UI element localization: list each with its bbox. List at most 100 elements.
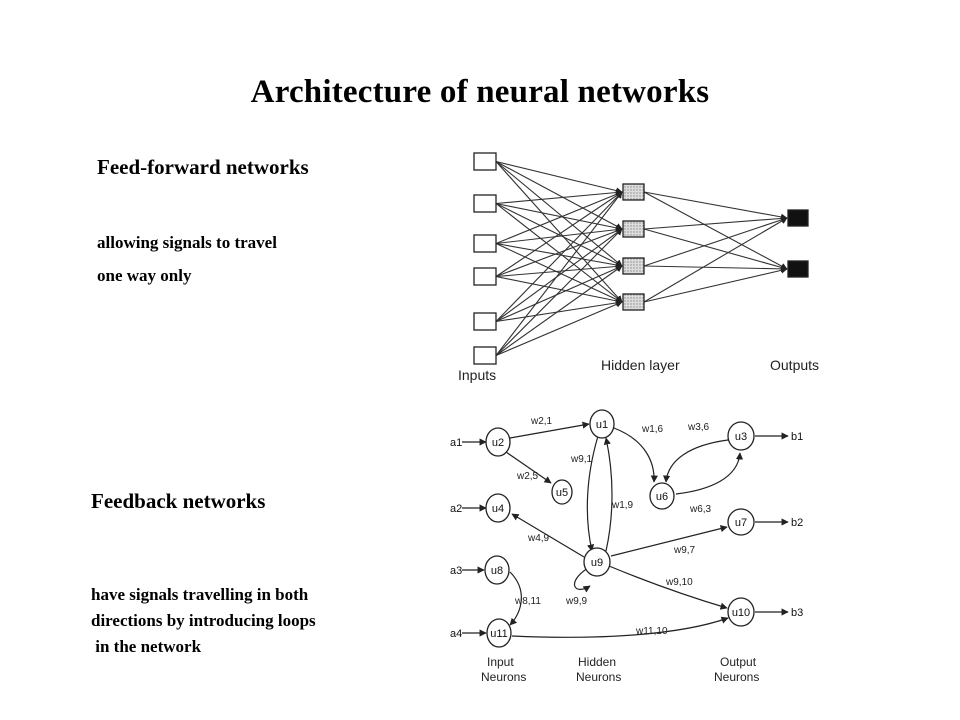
ff-edge-in4-h4: [495, 275, 623, 305]
ff-hidden-node-1: [622, 183, 645, 201]
ff-edge-in5-h3: [495, 265, 623, 323]
ff-edge-in3-h1: [495, 191, 623, 245]
slide-title: Architecture of neural networks: [250, 74, 710, 110]
fb-node-u7: [727, 508, 755, 536]
fb-node-label-u4: u4: [492, 503, 504, 515]
feedforward-desc-line1: allowing signals to travel: [97, 233, 277, 252]
edge-u1-u6: [613, 427, 658, 483]
ff-edge-in5-h2: [495, 228, 623, 322]
fb-node-u8: [484, 555, 510, 585]
edge-u3-u6: [663, 439, 729, 483]
ff-input-node-6: [473, 346, 497, 365]
input-a1: a1: [450, 437, 462, 449]
ff-output-node-1: [787, 209, 809, 227]
ff-hidden-node-4: [622, 293, 645, 311]
ff-edge-in3-h2: [495, 226, 623, 245]
ff-edge-in1-h4: [495, 161, 623, 303]
ff-edge-in2-h1: [495, 189, 623, 205]
fb-node-label-u9: u9: [591, 557, 603, 569]
caption-input: Input: [487, 655, 514, 669]
output-b2: b2: [791, 517, 803, 529]
input-a4: a4: [450, 628, 462, 640]
weight-w16: w1,6: [641, 424, 664, 435]
weight-w21: w2,1: [530, 416, 553, 427]
edge-u6-u3: [675, 452, 744, 495]
ff-edge-h4-o1: [643, 217, 788, 303]
fb-node-label-u10: u10: [732, 607, 750, 619]
edge-u1-u9: [586, 435, 599, 552]
ff-hidden-node-3: [622, 257, 645, 275]
caption-input-2: Neurons: [481, 670, 526, 684]
ff-edge-in4-h1: [495, 191, 623, 277]
ff-edge-h2-o1: [643, 215, 788, 230]
label-hidden-layer: Hidden layer: [601, 357, 680, 373]
ff-edge-h3-o1: [643, 216, 788, 267]
ff-edge-h1-o1: [643, 191, 788, 221]
caption-output-2: Neurons: [714, 670, 759, 684]
edge-u9-u7: [610, 525, 728, 557]
ff-edge-in3-h4: [495, 243, 623, 303]
fb-node-u1: [589, 409, 615, 439]
feedback-desc: have signals travelling in both directio…: [91, 585, 316, 656]
weight-w910: w9,10: [665, 577, 693, 588]
feedforward-desc-line2: one way only: [97, 266, 192, 285]
ff-input-node-1: [473, 152, 497, 171]
caption-hidden-2: Neurons: [576, 670, 621, 684]
edge-u9-u1: [603, 437, 613, 552]
ff-edge-in6-h3: [495, 265, 623, 356]
ff-edge-in1-h2: [495, 161, 623, 230]
edge-u9-u4: [511, 513, 585, 558]
weight-w63: w6,3: [689, 504, 712, 515]
input-a3: a3: [450, 565, 462, 577]
label-outputs: Outputs: [770, 357, 819, 373]
edge-u9-u10: [608, 565, 728, 610]
fb-node-u5: [551, 479, 573, 505]
caption-output: Output: [720, 655, 757, 669]
fb-node-u10: [727, 597, 755, 627]
fb-node-label-u8: u8: [491, 565, 503, 577]
ff-edge-in3-h3: [495, 242, 623, 269]
ff-edge-h3-o2: [643, 265, 788, 273]
fb-node-label-u7: u7: [735, 517, 747, 529]
label-inputs: Inputs: [458, 367, 496, 383]
weight-w99: w9,9: [565, 596, 588, 607]
output-b1: b1: [791, 431, 803, 443]
ff-input-node-5: [473, 312, 497, 331]
ff-input-node-4: [473, 267, 497, 286]
output-b3: b3: [791, 607, 803, 619]
weight-w19: w1,9: [611, 500, 634, 511]
edge-u2-u5: [505, 451, 552, 484]
weight-w91: w9,1: [570, 454, 593, 465]
fb-node-label-u2: u2: [492, 437, 504, 449]
weight-w1110: w11,10: [635, 626, 668, 637]
ff-edge-in5-h4: [495, 299, 623, 323]
ff-edge-in1-h1: [495, 160, 623, 194]
fb-node-u4: [485, 493, 511, 523]
ff-edge-in4-h2: [495, 228, 623, 278]
fb-node-label-u3: u3: [735, 431, 747, 443]
ff-edge-in5-h1: [495, 191, 623, 322]
input-a2: a2: [450, 503, 462, 515]
weight-w97: w9,7: [673, 545, 696, 556]
fb-node-label-u6: u6: [656, 491, 668, 503]
fb-node-u3: [727, 421, 755, 451]
weight-w36: w3,6: [687, 422, 710, 433]
ff-edge-in6-h4: [495, 301, 623, 357]
fb-node-label-u1: u1: [596, 419, 608, 431]
fb-node-label-u5: u5: [556, 487, 568, 499]
feedforward-heading: Feed-forward networks: [97, 155, 309, 179]
edge-u9-u9: [574, 567, 591, 593]
ff-edge-h1-o2: [643, 191, 788, 270]
fb-node-u9: [583, 547, 611, 577]
ff-edge-in2-h2: [495, 202, 623, 232]
fb-node-u2: [485, 427, 511, 457]
ff-edge-in6-h2: [495, 228, 623, 356]
fb-node-u11: [486, 618, 512, 648]
ff-edge-in1-h3: [495, 161, 623, 267]
weight-w25: w2,5: [516, 471, 539, 482]
ff-input-node-2: [473, 194, 497, 213]
edge-u8-u11: [509, 571, 522, 626]
ff-edge-h4-o2: [643, 267, 788, 303]
